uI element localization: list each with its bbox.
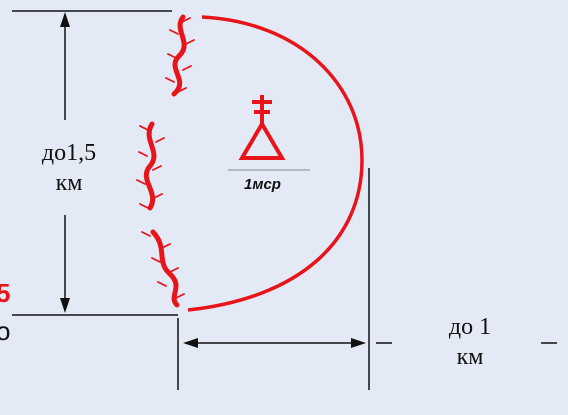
depth-label: до1,5 км <box>22 138 116 198</box>
depth-label-value: до1,5 <box>41 140 97 166</box>
edge-fragment-top: 5 <box>0 278 11 308</box>
width-label: до 1 км <box>420 312 520 372</box>
defense-area-boundary <box>187 15 364 312</box>
width-label-value: до 1 <box>448 314 492 340</box>
triangle-cross-command-post-icon <box>238 95 286 160</box>
edge-fragment-bottom: о <box>0 316 11 346</box>
front-line-segment-top <box>171 14 187 97</box>
width-arrow-head-left <box>183 338 198 348</box>
depth-arrow-head-top <box>60 12 70 27</box>
depth-arrow-head-bottom <box>60 298 70 313</box>
width-arrow-head-right <box>351 338 366 348</box>
depth-label-unit: км <box>55 170 83 196</box>
unit-designation: 1мср <box>244 176 281 193</box>
front-line-segment-middle <box>143 121 157 211</box>
front-line <box>136 14 195 308</box>
width-label-unit: км <box>456 344 484 370</box>
front-line-segment-bottom <box>150 229 180 308</box>
